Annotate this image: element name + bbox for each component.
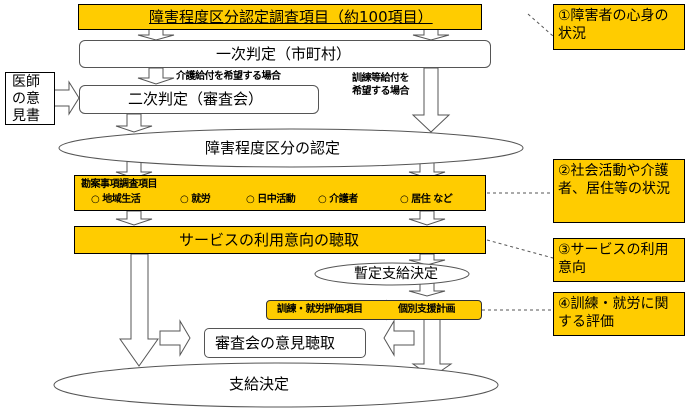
consider-items-title: 勘案事項調査項目 <box>81 179 158 190</box>
doctor-opinion-box: 医師 の意 見書 <box>5 72 55 125</box>
note-2: ②社会活動や介護者、居住等の状況 <box>553 159 685 223</box>
service-intent-box: サービスの利用意向の聴取 <box>74 226 486 254</box>
arrow-down-final-left <box>119 253 159 367</box>
individual-plan-label: 個別支援計画 <box>398 304 456 315</box>
consider-items-box: 勘案事項調査項目 ○ 地域生活 ○ 就労 ○ 日中活動 ○ 介護者 ○ 居住 な… <box>74 175 486 211</box>
provisional-ellipse <box>314 262 470 286</box>
arrow-right-review <box>159 319 191 357</box>
doctor-opinion-line-2: の意 <box>12 91 40 107</box>
classification-label: 障害程度区分の認定 <box>205 139 341 157</box>
survey-items-label: 障害程度区分認定調査項目（約100項目） <box>149 8 433 26</box>
training-benefit-label-2: 希望する場合 <box>352 86 410 97</box>
connector-note-3 <box>486 239 554 259</box>
doctor-opinion-line-3: 見書 <box>12 108 40 124</box>
arrow-down-2 <box>412 28 450 41</box>
arrow-left-review <box>383 319 415 357</box>
training-eval-box: 訓練・就労評価項目 個別支援計画 <box>266 300 482 320</box>
primary-judgment-box: 一次判定（市町村） <box>79 40 491 68</box>
arrow-down-1 <box>137 28 175 41</box>
consider-item: ○ 日中活動 <box>246 194 296 205</box>
secondary-judgment-box: 二次判定（審査会） <box>79 85 319 114</box>
arrow-down-4 <box>115 113 153 133</box>
nursing-benefit-label: 介護給付を希望する場合 <box>176 71 281 82</box>
primary-judgment-label: 一次判定（市町村） <box>216 45 352 63</box>
arrow-down-training <box>411 67 451 133</box>
doctor-opinion-line-1: 医師 <box>12 74 40 90</box>
service-intent-label: サービスの利用意向の聴取 <box>179 231 360 249</box>
final-decision-label: 支給決定 <box>229 375 290 393</box>
review-opinion-box: 審査会の意見聴取 <box>204 328 366 358</box>
consider-item: ○ 地域生活 <box>91 194 141 205</box>
consider-item: ○ 就労 <box>180 194 211 205</box>
survey-items-box: 障害程度区分認定調査項目（約100項目） <box>78 4 482 30</box>
secondary-judgment-label: 二次判定（審査会） <box>128 90 264 108</box>
arrow-down-8 <box>408 210 446 226</box>
arrow-down-7 <box>115 210 153 226</box>
connector-note-1 <box>527 13 554 37</box>
training-eval-label: 訓練・就労評価項目 <box>277 304 363 315</box>
provisional-decision-label: 暫定支給決定 <box>354 266 438 282</box>
consider-item: ○ 介護者 <box>318 194 358 205</box>
arrow-down-10 <box>408 282 446 297</box>
arrow-down-9 <box>408 253 446 266</box>
final-decision-ellipse <box>53 362 499 408</box>
arrow-right-doctor <box>53 80 80 116</box>
training-benefit-label-1: 訓練等給付を <box>352 73 410 84</box>
consider-item: ○ 居住 など <box>400 194 453 205</box>
classification-ellipse <box>58 128 524 168</box>
review-opinion-label: 審査会の意見聴取 <box>215 334 336 352</box>
note-3: ③サービスの利用意向 <box>553 238 685 282</box>
arrow-down-3 <box>137 67 175 85</box>
note-4: ④訓練・就労に関する評価 <box>553 292 685 336</box>
note-1: ①障害者の心身の状況 <box>553 4 685 50</box>
